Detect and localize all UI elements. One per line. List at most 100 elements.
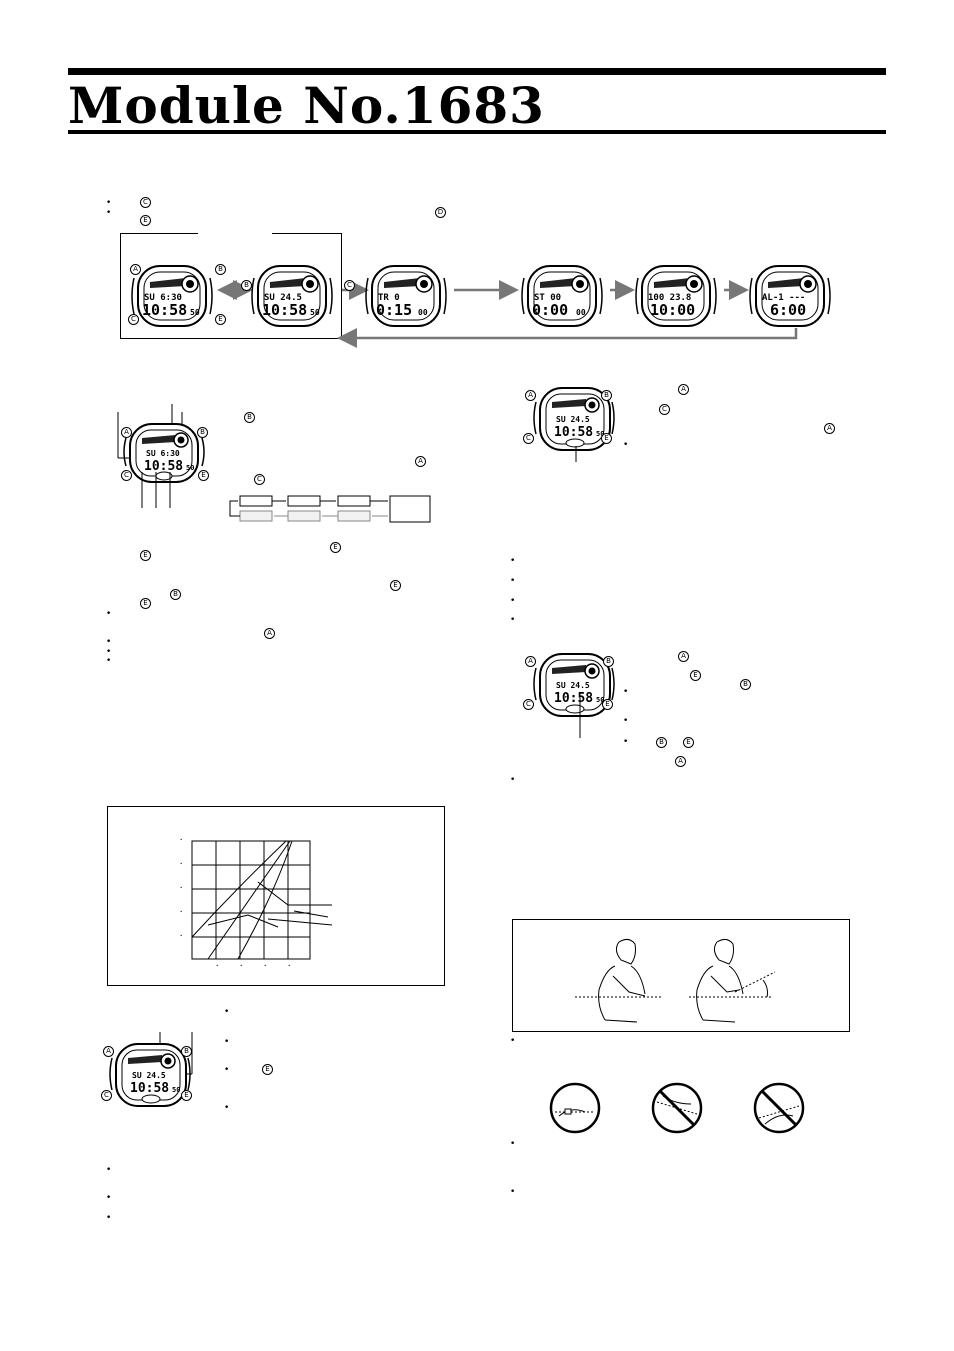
bullet: • <box>510 615 516 625</box>
svg-text:50: 50 <box>186 464 194 472</box>
button-a-icon: A <box>264 628 275 639</box>
svg-text:10:58: 10:58 <box>554 425 593 440</box>
wrong-position-circle-2 <box>753 1082 805 1134</box>
svg-text:SU 6:30: SU 6:30 <box>144 293 182 303</box>
wrist-angle-illustration-frame <box>512 919 850 1032</box>
svg-text:•: • <box>180 933 182 938</box>
frame-gap <box>198 232 272 235</box>
bullet: • <box>106 1165 112 1175</box>
button-e-icon: E <box>181 1090 192 1101</box>
wrong-position-circle-1 <box>651 1082 703 1134</box>
watch-alarm: AL-1 --- 6:00 <box>749 265 831 327</box>
button-c-icon: C <box>128 314 139 325</box>
temp-watch-diagram-3: SU 24.5 10:58 50 <box>109 1032 193 1107</box>
svg-text:10:58: 10:58 <box>554 691 593 706</box>
bullet: • <box>510 1139 516 1149</box>
button-a-icon: A <box>675 756 686 767</box>
svg-text:50: 50 <box>172 1086 180 1094</box>
svg-text:•: • <box>264 963 266 968</box>
watch-stopwatch: ST 00 0:00 00 <box>521 265 603 327</box>
button-b-icon: B <box>244 412 255 423</box>
bullet: • <box>106 198 112 208</box>
button-a-icon: A <box>525 656 536 667</box>
svg-text:•: • <box>180 837 182 842</box>
svg-text:50: 50 <box>310 308 320 317</box>
bullet: • <box>623 737 629 747</box>
bullet: • <box>224 1037 230 1047</box>
button-a-icon: A <box>130 264 141 275</box>
button-e-icon: E <box>262 1064 273 1075</box>
bullet: • <box>510 596 516 606</box>
svg-text:AL-1 ---: AL-1 --- <box>762 293 805 303</box>
svg-text:•: • <box>240 963 242 968</box>
svg-text:50: 50 <box>596 430 604 438</box>
button-e-icon: E <box>198 470 209 481</box>
svg-text:0:15: 0:15 <box>376 301 412 319</box>
button-c-icon: C <box>140 197 151 208</box>
button-b-icon: B <box>601 390 612 401</box>
bullet: • <box>224 1103 230 1113</box>
button-e-icon: E <box>140 598 151 609</box>
svg-text:SU 24.5: SU 24.5 <box>556 415 590 424</box>
bullet: • <box>510 775 516 785</box>
svg-text:00: 00 <box>576 308 586 317</box>
bullet: • <box>224 1007 230 1017</box>
svg-text:TR 0: TR 0 <box>378 293 400 303</box>
bullet: • <box>106 208 112 218</box>
setting-sequence-diagram <box>229 495 431 523</box>
svg-text:6:00: 6:00 <box>770 301 806 319</box>
watch-timekeeping: SU 6:30 10:58 50 <box>131 265 213 327</box>
svg-text:SU 24.5: SU 24.5 <box>556 681 590 690</box>
button-e-icon: E <box>140 550 151 561</box>
bullet: • <box>106 637 112 647</box>
mode-flow-diagram: SU 6:30 10:58 50 SU 24.5 10:58 50 TR 0 0… <box>131 265 831 348</box>
watch-timer: TR 0 0:15 00 <box>365 265 447 327</box>
button-d-icon: D <box>435 207 446 218</box>
svg-text:•: • <box>180 909 182 914</box>
bullet: • <box>510 576 516 586</box>
button-c-icon: C <box>101 1090 112 1101</box>
svg-text:10:58: 10:58 <box>142 301 187 319</box>
svg-text:ST 00: ST 00 <box>534 293 561 303</box>
svg-text:SU 6:30: SU 6:30 <box>146 449 180 458</box>
button-c-icon: C <box>254 474 265 485</box>
svg-text:10:58: 10:58 <box>130 1081 169 1096</box>
button-e-icon: E <box>601 433 612 444</box>
bullet: • <box>623 440 629 450</box>
bullet: • <box>623 687 629 697</box>
svg-text:10:00: 10:00 <box>650 301 695 319</box>
button-e-icon: E <box>330 542 341 553</box>
button-b-icon: B <box>603 656 614 667</box>
svg-text:0:00: 0:00 <box>532 301 568 319</box>
bullet: • <box>106 1193 112 1203</box>
button-e-icon: E <box>140 215 151 226</box>
button-e-icon: E <box>683 737 694 748</box>
button-b-icon: B <box>197 427 208 438</box>
button-b-icon: B <box>656 737 667 748</box>
bullet: • <box>623 716 629 726</box>
wrist-angle-illustration <box>575 938 776 1023</box>
button-b-icon: B <box>170 589 181 600</box>
temperature-graph-frame <box>107 806 445 986</box>
button-e-icon: E <box>690 670 701 681</box>
bullet: • <box>510 556 516 566</box>
svg-text:•: • <box>180 885 182 890</box>
button-b-icon: B <box>241 280 252 291</box>
svg-text:SU 24.5: SU 24.5 <box>132 1071 166 1080</box>
button-b-icon: B <box>740 679 751 690</box>
button-c-icon: C <box>659 404 670 415</box>
button-b-icon: B <box>181 1046 192 1057</box>
bullet: • <box>106 656 112 666</box>
button-a-icon: A <box>525 390 536 401</box>
svg-text:•: • <box>216 963 218 968</box>
button-a-icon: A <box>121 427 132 438</box>
svg-text:100 23.8: 100 23.8 <box>648 293 691 303</box>
bullet: • <box>510 1187 516 1197</box>
bullet: • <box>106 647 112 657</box>
button-a-icon: A <box>103 1046 114 1057</box>
svg-text:SU 24.5: SU 24.5 <box>264 293 302 303</box>
button-e-icon: E <box>390 580 401 591</box>
button-c-icon: C <box>121 470 132 481</box>
bullet: • <box>510 1036 516 1046</box>
button-c-icon: C <box>344 280 355 291</box>
